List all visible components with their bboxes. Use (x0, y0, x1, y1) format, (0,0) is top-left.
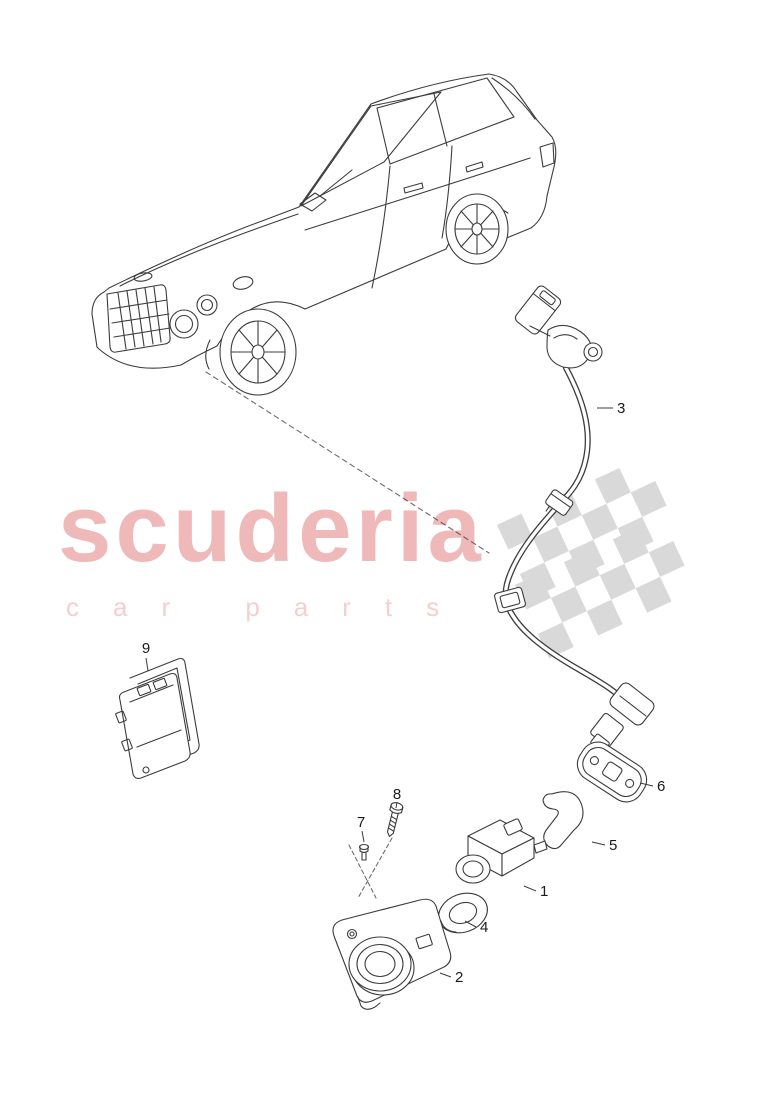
car-badge (133, 272, 153, 282)
car-far-front-wheel (205, 339, 211, 370)
callout-4[interactable]: 4 (464, 919, 488, 936)
part-2-mounting-bracket[interactable] (332, 898, 452, 1010)
car-front-bumper (96, 345, 218, 369)
callout-9[interactable]: 9 (142, 640, 150, 672)
checkered-flag-watermark (515, 527, 685, 659)
part-7-fastener[interactable] (358, 843, 370, 861)
callout-3[interactable]: 3 (597, 400, 625, 417)
car-door-handle (465, 161, 484, 173)
car-windshield (300, 91, 442, 207)
callout-1[interactable]: 1 (523, 883, 548, 900)
part-3-camera-cable[interactable] (494, 284, 656, 753)
car-mirror (299, 192, 327, 212)
car-hood-crease (119, 213, 299, 287)
car-wiper (319, 169, 353, 197)
svg-text:7: 7 (357, 814, 365, 831)
car-rear-door-cut (441, 145, 453, 239)
part-8-screw[interactable] (384, 802, 404, 838)
callout-7[interactable]: 7 (357, 814, 365, 843)
part-6-cover[interactable] (571, 736, 653, 809)
assembly-dashed-line (357, 837, 393, 899)
car-front-door-cut (371, 165, 391, 289)
svg-text:4: 4 (480, 919, 488, 936)
cable-top-connector (514, 285, 562, 335)
car-rear-window (491, 77, 536, 120)
svg-text:9: 9 (142, 640, 150, 657)
svg-text:3: 3 (617, 400, 625, 417)
car-headlights (169, 276, 254, 339)
svg-text:2: 2 (455, 969, 463, 986)
callout-8[interactable]: 8 (393, 786, 401, 809)
reference-dashed-line (205, 371, 490, 554)
callout-5[interactable]: 5 (591, 837, 617, 854)
car-taillight (539, 142, 555, 168)
car-rear-wheel (445, 193, 509, 265)
cable-clip-lower (494, 586, 526, 614)
cable-sensor-head (529, 324, 603, 369)
svg-text:6: 6 (657, 778, 665, 795)
module-body (118, 672, 191, 780)
part-9-bracket-module[interactable] (115, 657, 200, 780)
part-1-rear-view-camera[interactable] (455, 818, 548, 884)
module-rear-frame (129, 657, 200, 770)
callout-labels: 1 2 3 4 5 6 7 (142, 400, 666, 986)
camera-connector (503, 818, 523, 836)
car-rocker-line (304, 248, 447, 310)
cable-clip-upper (545, 489, 574, 516)
car-body-outline (91, 73, 557, 348)
cable-wire-inner (503, 366, 630, 707)
svg-text:8: 8 (393, 786, 401, 803)
car-beltline (304, 157, 531, 231)
camera-lens (455, 854, 491, 884)
car-b-pillar (433, 93, 448, 147)
assembly-dashed-line (348, 844, 377, 899)
callout-2[interactable]: 2 (439, 969, 463, 986)
watermark-brand: scuderia (58, 475, 485, 582)
camera-body-right (501, 837, 535, 877)
svg-text:1: 1 (540, 883, 548, 900)
svg-text:5: 5 (609, 837, 617, 854)
callout-6[interactable]: 6 (639, 778, 665, 795)
watermark-tagline: car parts (66, 592, 474, 622)
car-front-wheel (219, 308, 297, 396)
car-illustration (91, 73, 557, 396)
camera-tab (533, 840, 548, 854)
car-grille (106, 284, 171, 353)
car-side-glass (376, 77, 515, 165)
car-door-handle (403, 182, 424, 194)
part-5-gasket[interactable] (542, 791, 584, 850)
